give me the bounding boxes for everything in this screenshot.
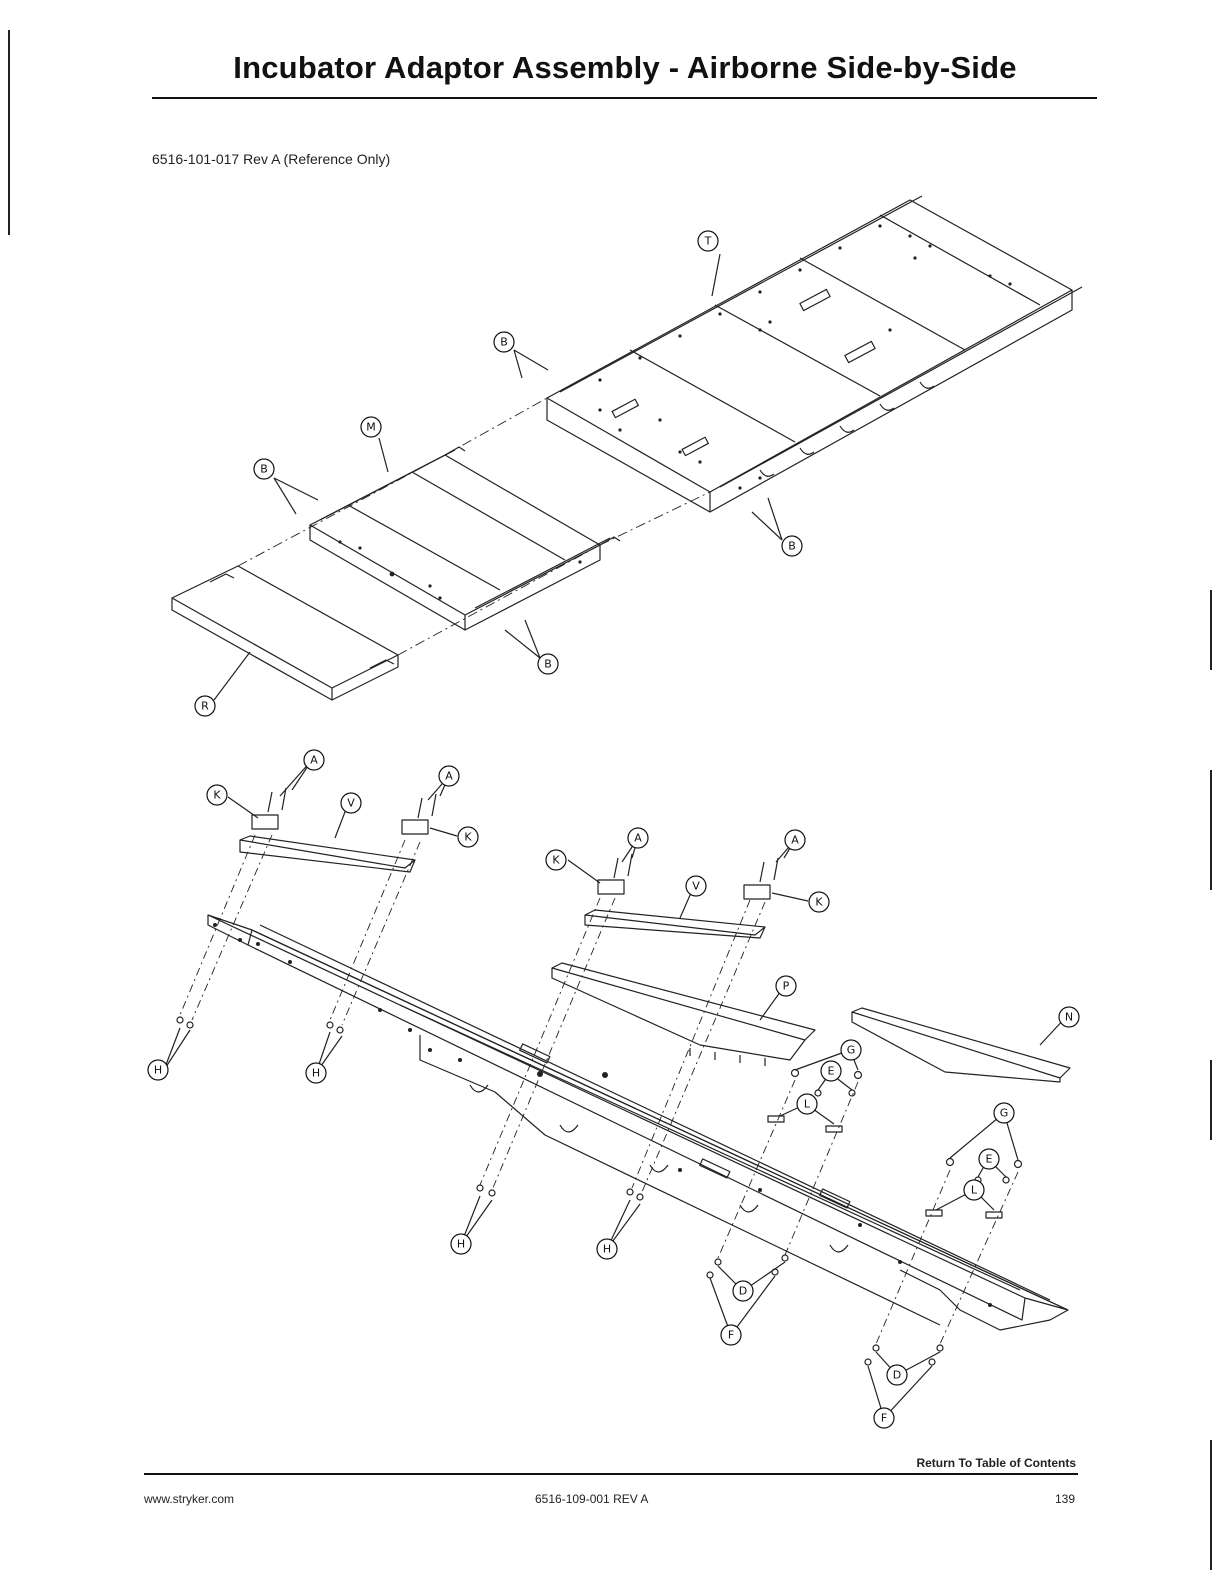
callout-b-2: B (260, 463, 268, 476)
main-frame (208, 915, 1068, 1330)
section-m (310, 447, 620, 630)
callout-t: T (704, 235, 712, 248)
plate-n (852, 1008, 1070, 1082)
callout-b-1: B (500, 336, 508, 349)
callout-d-1: D (739, 1285, 747, 1298)
callout-h-4: H (603, 1243, 611, 1256)
footer-page-number: 139 (1000, 1492, 1075, 1506)
callout-d-2: D (893, 1369, 901, 1382)
plate-p (552, 963, 815, 1066)
callout-k-4: K (815, 896, 823, 909)
callout-k-2: K (464, 831, 472, 844)
callout-a-4: A (791, 834, 799, 847)
return-to-toc-link[interactable]: Return To Table of Contents (870, 1456, 1076, 1470)
bracket-v-right (585, 910, 765, 938)
callout-b-4: B (544, 658, 552, 671)
bracket-v-left (240, 836, 415, 872)
footer-rule (144, 1473, 1078, 1475)
callout-r: R (201, 700, 209, 713)
callout-k-1: K (213, 789, 221, 802)
callout-e-2: E (986, 1153, 993, 1166)
frame-t (547, 196, 1082, 512)
callout-m: M (366, 421, 376, 434)
callout-k-3: K (552, 854, 560, 867)
callout-f-1: F (728, 1329, 734, 1342)
callout-n: N (1065, 1011, 1073, 1024)
callout-g-2: G (1000, 1107, 1009, 1120)
footer-website: www.stryker.com (144, 1492, 234, 1506)
callout-a-3: A (634, 832, 642, 845)
callout-l-1: L (804, 1098, 811, 1111)
callout-g-1: G (847, 1044, 856, 1057)
callout-b-3: B (788, 540, 796, 553)
section-r (172, 566, 398, 700)
callout-p: P (783, 980, 790, 993)
footer-doc-number: 6516-109-001 REV A (535, 1492, 648, 1506)
callout-v-2: V (692, 880, 700, 893)
callout-f-2: F (881, 1412, 887, 1425)
callout-a-1: A (310, 754, 318, 767)
callout-h-3: H (457, 1238, 465, 1251)
callout-h-2: H (312, 1067, 320, 1080)
callout-v-1: V (347, 797, 355, 810)
callout-l-2: L (971, 1184, 978, 1197)
callout-e-1: E (828, 1065, 835, 1078)
callout-a-2: A (445, 770, 453, 783)
callout-h-1: H (154, 1064, 162, 1077)
